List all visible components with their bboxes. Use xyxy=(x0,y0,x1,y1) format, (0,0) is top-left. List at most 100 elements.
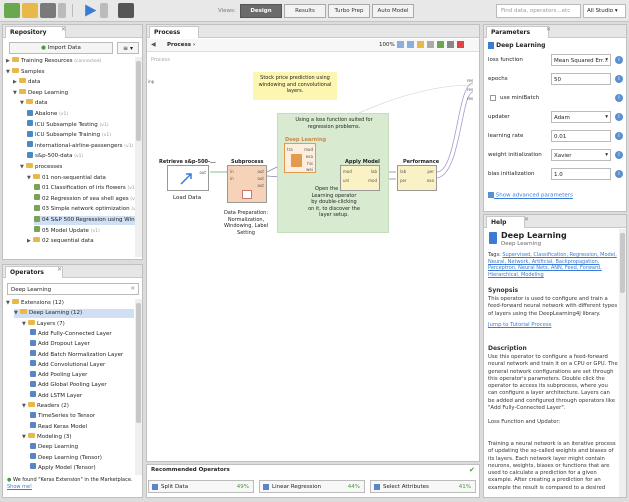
port-out[interactable]: out xyxy=(257,183,264,188)
repository-item[interactable]: 02 Regression of sea shell ages (v1) xyxy=(34,194,135,204)
repository-item[interactable]: Abalone (v1) xyxy=(27,109,68,119)
port-mod[interactable]: mod xyxy=(343,169,352,174)
repository-item[interactable]: 05 Model Update (v1) xyxy=(34,226,100,236)
repository-item[interactable]: ▼data xyxy=(20,99,47,108)
close-icon[interactable]: ✕ xyxy=(524,216,530,223)
recommended-split-data[interactable]: Split Data 49% xyxy=(148,480,254,493)
operator-retrieve[interactable]: out xyxy=(167,165,209,191)
operator-performance[interactable]: lab per per exa xyxy=(397,165,437,191)
parameter-input[interactable]: 0.01 xyxy=(551,130,611,142)
operator-item[interactable]: Add Convolutional Layer xyxy=(30,360,105,370)
repository-item[interactable]: ▶data xyxy=(13,78,40,87)
help-tutorial-link[interactable]: Jump to Tutorial Process xyxy=(488,322,552,328)
expand-down-icon[interactable]: ▼ xyxy=(13,89,17,96)
auto-layout-icon[interactable] xyxy=(437,41,444,48)
view-tab-design[interactable]: Design xyxy=(240,4,282,18)
parameter-input[interactable]: 1.0 xyxy=(551,168,611,180)
port-in[interactable]: in xyxy=(230,169,234,174)
note-icon[interactable] xyxy=(417,41,424,48)
parameter-select[interactable]: Adam▾ xyxy=(551,111,611,123)
expand-down-icon[interactable]: ▼ xyxy=(6,68,10,75)
operator-group[interactable]: ▼Readers (2) xyxy=(22,402,69,411)
port-mod[interactable]: mod xyxy=(304,147,313,152)
operator-item[interactable]: TimeSeries to Tensor xyxy=(30,411,95,421)
help-icon[interactable]: i xyxy=(615,56,623,64)
scrollbar-thumb[interactable] xyxy=(620,233,625,293)
port-lab[interactable]: lab xyxy=(400,169,407,174)
operator-group[interactable]: ▼Modeling (3) xyxy=(22,432,72,442)
port-out[interactable]: out xyxy=(199,170,206,175)
parameter-select[interactable]: Mean Squared Err...▾ xyxy=(551,54,611,66)
parameters-tab[interactable]: Parameters xyxy=(486,26,550,38)
port-out[interactable]: out xyxy=(257,169,264,174)
use-minibatch-checkbox[interactable] xyxy=(490,95,496,101)
result-port-3[interactable]: res xyxy=(467,96,474,101)
new-process-icon[interactable] xyxy=(4,3,20,18)
stop-process-icon[interactable] xyxy=(118,3,134,18)
repository-scrollbar[interactable] xyxy=(135,57,142,257)
zoom-out-icon[interactable] xyxy=(407,41,414,48)
port-exa[interactable]: exa xyxy=(426,178,434,183)
back-arrow-icon[interactable]: ◀ xyxy=(151,41,156,48)
expand-down-icon[interactable]: ▼ xyxy=(20,164,24,170)
repository-item[interactable]: ▼Samples xyxy=(6,67,45,77)
operator-deep-learning[interactable]: tra mod exa his wei xyxy=(284,143,316,173)
operator-search-input[interactable]: Deep Learning ✕ xyxy=(7,283,139,295)
operators-scrollbar[interactable] xyxy=(135,299,142,475)
help-icon[interactable]: i xyxy=(615,170,623,178)
expand-down-icon[interactable]: ▼ xyxy=(14,310,18,317)
operators-tab[interactable]: Operators xyxy=(5,266,63,278)
port-out[interactable]: out xyxy=(257,176,264,181)
run-process-icon[interactable] xyxy=(85,4,97,17)
port-unl[interactable]: unl xyxy=(343,178,350,183)
zoom-in-icon[interactable] xyxy=(397,41,404,48)
close-icon[interactable]: ✕ xyxy=(57,266,63,273)
expand-right-icon[interactable]: ▶ xyxy=(13,79,17,86)
repository-item[interactable]: 04 S&P 500 Regression using Windowing xyxy=(34,215,135,225)
port-lab[interactable]: lab xyxy=(370,169,377,174)
run-dropdown-icon[interactable] xyxy=(100,3,108,18)
port-mod[interactable]: mod xyxy=(368,178,377,183)
operator-item[interactable]: Add Pooling Layer xyxy=(30,370,87,380)
port-in[interactable]: in xyxy=(230,176,234,181)
recommended-select-attributes[interactable]: Select Attributes 41% xyxy=(370,480,476,493)
expand-down-icon[interactable]: ▼ xyxy=(22,320,26,327)
port-tra[interactable]: tra xyxy=(287,147,293,152)
operator-item[interactable]: Read Keras Model xyxy=(30,422,87,432)
repository-item[interactable]: ICU Subsample Training (v1) xyxy=(27,130,111,140)
expand-down-icon[interactable]: ▼ xyxy=(27,174,31,181)
view-tab-results[interactable]: Results xyxy=(284,4,326,18)
process-breadcrumb[interactable]: Process › xyxy=(167,42,196,48)
repository-item[interactable]: ▶Training Resources (connected) xyxy=(6,57,101,66)
operator-group[interactable]: ▼Extensions (12) xyxy=(6,299,64,308)
import-data-button[interactable]: ● Import Data xyxy=(9,42,113,54)
repository-item[interactable]: 03 Simple network optimization (v1) xyxy=(34,204,135,214)
port-wei[interactable]: wei xyxy=(306,167,313,172)
close-icon[interactable]: ✕ xyxy=(61,26,67,33)
operator-group[interactable]: ▼Deep Learning (12) xyxy=(14,309,134,319)
help-scrollbar[interactable] xyxy=(619,229,626,497)
check-icon[interactable]: ✔ xyxy=(469,466,475,474)
parameter-select[interactable]: Xavier▾ xyxy=(551,149,611,161)
studio-select[interactable]: All Studio ▾ xyxy=(583,4,626,18)
operator-item[interactable]: Deep Learning xyxy=(30,442,78,452)
help-icon[interactable]: i xyxy=(615,151,623,159)
operator-group[interactable]: ▼Layers (7) xyxy=(22,319,65,329)
save-process-icon[interactable] xyxy=(40,3,56,18)
expand-down-icon[interactable]: ▼ xyxy=(22,403,26,409)
help-icon[interactable]: i xyxy=(615,113,623,121)
help-icon[interactable]: i xyxy=(615,94,623,102)
operator-apply-model[interactable]: mod unl lab mod xyxy=(340,165,380,191)
operator-item[interactable]: Add Fully-Connected Layer xyxy=(30,329,112,339)
operator-item[interactable]: Add Batch Normalization Layer xyxy=(30,350,123,360)
show-me-link[interactable]: Show me! xyxy=(7,484,33,490)
view-tab-turbo-prep[interactable]: Turbo Prep xyxy=(328,4,370,18)
scrollbar-thumb[interactable] xyxy=(136,303,141,423)
help-icon[interactable]: i xyxy=(615,132,623,140)
repository-menu-button[interactable]: ≡ ▾ xyxy=(117,42,139,54)
input-port-inp[interactable]: inp xyxy=(148,79,155,84)
global-search-input[interactable]: Find data, operators...etc xyxy=(496,4,581,18)
operator-item[interactable]: Add LSTM Layer xyxy=(30,391,82,401)
repository-item[interactable]: ▼processes xyxy=(20,163,62,172)
operator-item[interactable]: Apply Model (Tensor) xyxy=(30,463,96,473)
